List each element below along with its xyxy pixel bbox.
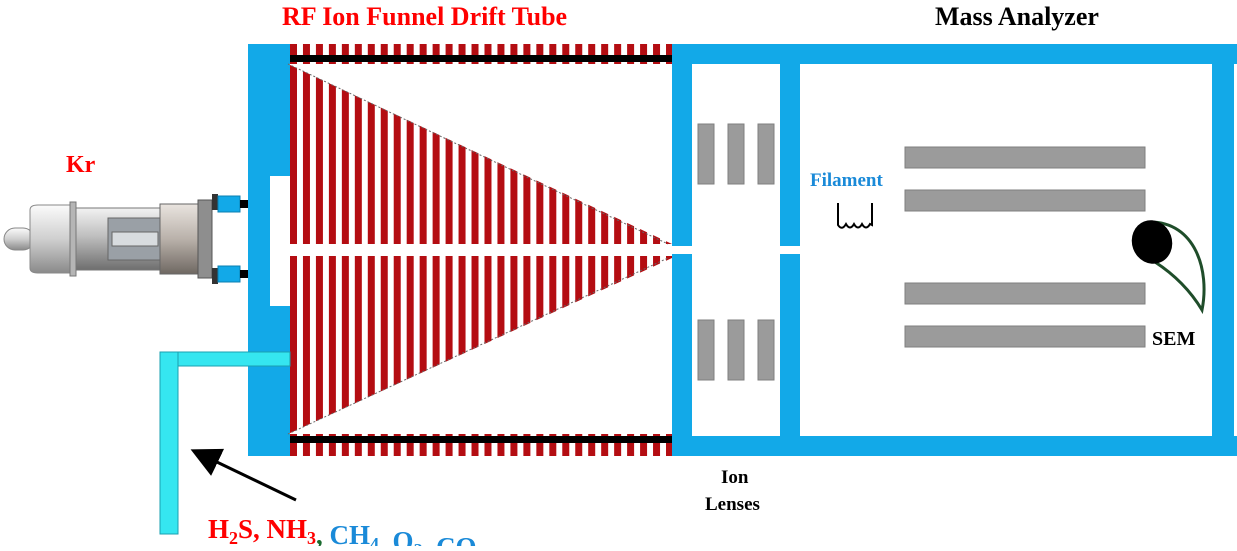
funnel-electrode-top [393, 44, 401, 244]
funnel-electrode-top [328, 44, 336, 244]
funnel-electrode-bottom [393, 256, 401, 456]
ion-lenses [697, 123, 775, 381]
funnel-electrode-top [290, 44, 297, 244]
ion-lenses-label-line2: Lenses [705, 494, 760, 515]
funnel-electrode-top [380, 44, 388, 244]
gas-formula: NH [267, 514, 308, 544]
funnel-electrode-bottom [302, 256, 310, 456]
funnel-electrode-top [419, 44, 427, 244]
gas-formula-subscript: 3 [307, 528, 316, 546]
funnel-electrode-top [302, 44, 310, 244]
krypton-uv-lamp-icon [3, 194, 248, 284]
gas-list: H2S, NH3, CH4, O2, CO2 [208, 514, 486, 546]
gas-inlet-tube [159, 351, 291, 535]
gas-separator: , [316, 520, 330, 546]
gas-formula: CO [436, 532, 477, 546]
funnel-electrode-top [315, 44, 323, 244]
gas-flow-arrow-icon [190, 448, 297, 502]
ion-lens-chamber [672, 44, 800, 456]
mass-analyzer-title: Mass Analyzer [935, 2, 1099, 31]
funnel-electrode-top [406, 44, 414, 244]
sem-detector-icon [1131, 220, 1206, 315]
filament-label: Filament [810, 170, 883, 191]
electrode-spacer-bottom [290, 436, 672, 443]
gas-formula-subscript: 4 [370, 534, 379, 546]
funnel-electrode-bottom [354, 256, 362, 456]
quadrupole-rods [904, 146, 1146, 348]
gas-formula: H [208, 514, 229, 544]
sem-label: SEM [1152, 328, 1195, 350]
drift-tube-title: RF Ion Funnel Drift Tube [282, 2, 567, 31]
funnel-electrode-bottom [341, 256, 349, 456]
gas-formula-subscript: 2 [229, 528, 238, 546]
funnel-electrode-top [432, 44, 440, 244]
funnel-electrode-bottom [432, 256, 440, 456]
funnel-electrode-bottom [367, 256, 375, 456]
lamp-label: Kr [66, 152, 96, 178]
ion-lenses-label-line1: Ion [721, 467, 749, 488]
gas-formula-rest: S [238, 514, 253, 544]
gas-separator: , [253, 514, 267, 544]
funnel-electrode-top [445, 44, 453, 244]
mass-analyzer-chamber [800, 44, 1237, 456]
funnel-electrode-bottom [315, 256, 323, 456]
funnel-electrode-bottom [290, 256, 297, 456]
gas-separator: , [423, 532, 437, 546]
filament-coil-icon [837, 203, 873, 229]
funnel-electrode-bottom [419, 256, 427, 456]
funnel-electrode-bottom [406, 256, 414, 456]
funnel-electrode-top [367, 44, 375, 244]
funnel-taper-top [288, 64, 672, 244]
funnel-electrode-bottom [380, 256, 388, 456]
funnel-electrode-top [354, 44, 362, 244]
gas-separator: , [379, 526, 393, 546]
entrance-flange [248, 44, 290, 456]
gas-formula: O [393, 526, 414, 546]
gas-formula: CH [330, 520, 371, 546]
funnel-electrode-bottom [445, 256, 453, 456]
electrode-spacer-top [290, 55, 672, 62]
gas-formula-subscript: 2 [414, 540, 423, 546]
funnel-electrode-top [341, 44, 349, 244]
funnel-electrode-bottom [328, 256, 336, 456]
